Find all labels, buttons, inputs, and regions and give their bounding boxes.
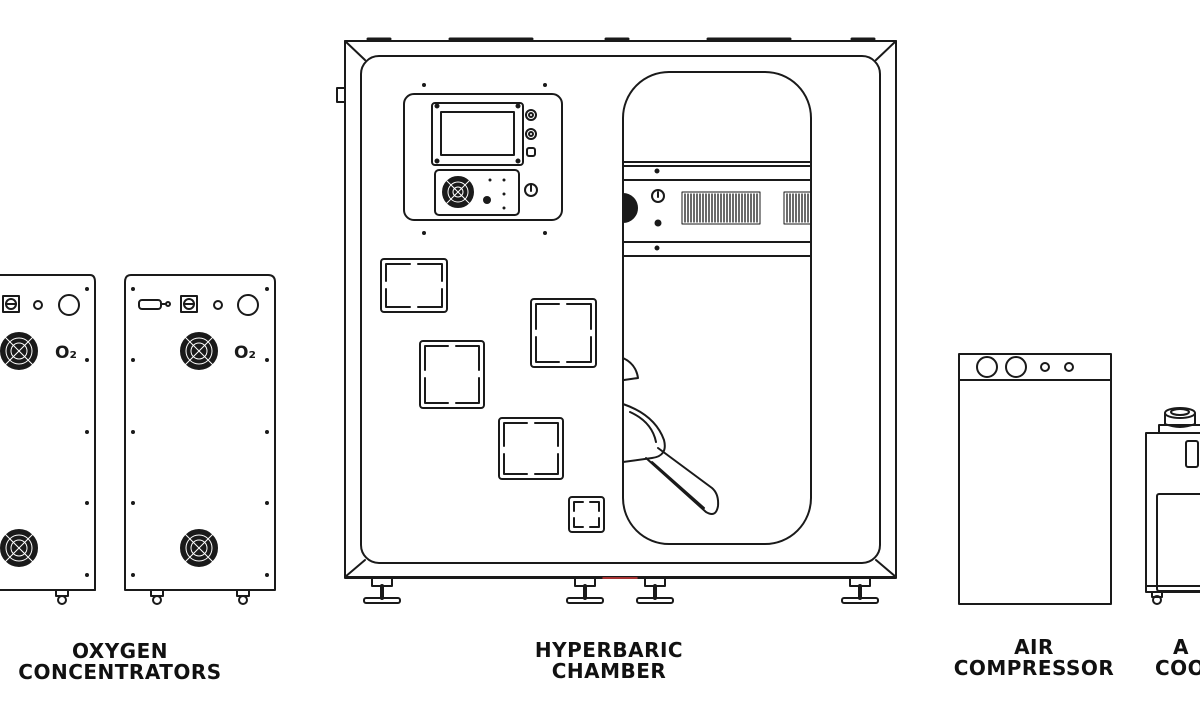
fan-icon [622,193,638,223]
air-cooler [1145,407,1200,605]
o2-symbol: O₂ [55,343,77,363]
o2-symbol: O₂ [234,343,256,363]
fan-icon [0,528,39,568]
panel-cutout [419,340,485,409]
panel-cutout [568,496,605,533]
label-line: COO [1155,656,1200,679]
touch-screen [431,102,524,166]
hyperbaric-chamber-label: HYPERBARIC CHAMBER [459,640,759,682]
label-line: OXYGEN [71,639,168,663]
knob-icon [525,128,537,140]
air-cooler-label: A COO [1148,637,1200,679]
indicator-light [1064,362,1074,372]
caster-wheel [150,589,164,605]
fan-icon [442,176,474,208]
switch-icon [2,295,20,313]
oxygen-concentrators-label: OXYGEN CONCENTRATORS [0,641,270,683]
control-panel [403,83,563,235]
connector-icon [526,147,536,157]
gauge-icon [976,356,998,378]
indicator-light [213,300,223,310]
switch-icon [180,295,198,313]
hyperbaric-chamber [336,37,897,604]
level-window [1185,440,1199,468]
caster-wheel [236,589,250,605]
leveling-foot [566,577,604,604]
outlet-port [237,294,259,316]
caster-wheel [1151,591,1163,605]
power-button-icon [651,189,665,203]
label-line: COMPRESSOR [953,656,1115,680]
oxygen-concentrator-1: O₂ [0,274,96,605]
indicator-light [1040,362,1050,372]
vent-grille [783,191,812,225]
indicator-light [33,300,43,310]
panel-cutout [498,417,564,480]
fan-icon [0,331,39,371]
air-compressor [958,353,1112,605]
oxygen-concentrator-2: O₂ [124,274,276,605]
leveling-foot [841,577,879,604]
label-line: AIR [1014,635,1054,659]
leveling-foot [636,577,674,604]
flow-meter-icon [138,299,171,310]
label-line: A [1173,637,1189,659]
viewing-window [622,71,812,545]
knob-icon [525,109,537,121]
fan-icon [179,528,219,568]
label-line: CONCENTRATORS [18,660,222,684]
gauge-icon [1005,356,1027,378]
panel-cutout [380,258,448,313]
air-compressor-label: AIR COMPRESSOR [934,637,1134,679]
fan-icon [179,331,219,371]
panel-cutout [530,298,597,368]
interior-seat [622,357,720,515]
leveling-foot [363,577,401,604]
label-line: CHAMBER [551,659,667,683]
vent-grille [681,191,761,225]
label-line: HYPERBARIC [534,638,684,662]
outlet-port [58,294,80,316]
caster-wheel [55,589,69,605]
